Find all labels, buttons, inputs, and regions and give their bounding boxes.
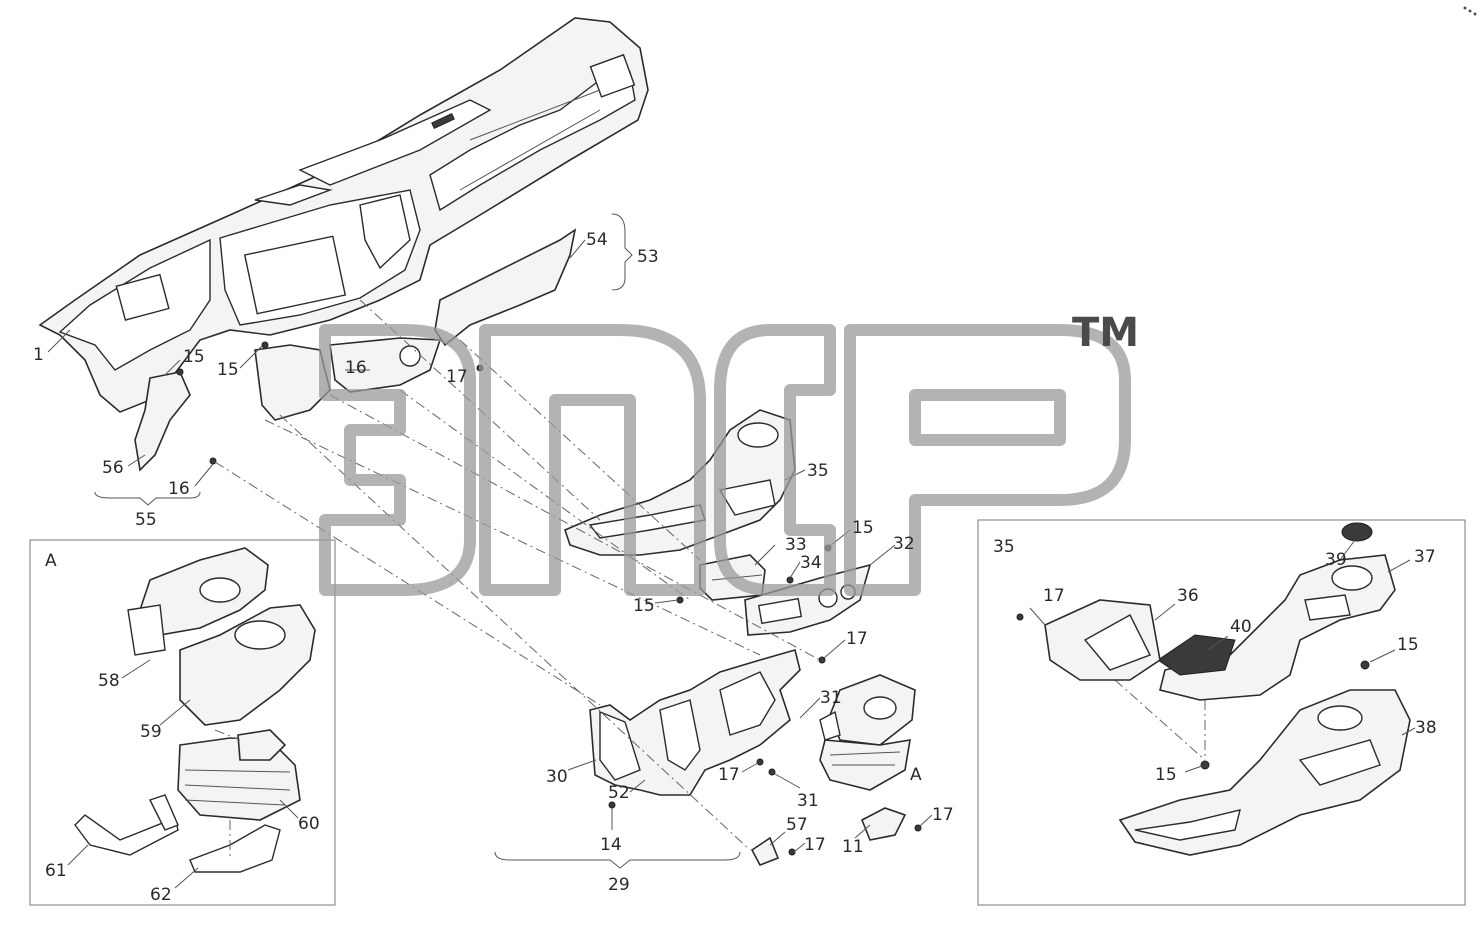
callout-label: 52 xyxy=(608,783,630,803)
small-bracket-57 xyxy=(750,836,780,867)
callout-label: 31 xyxy=(797,791,819,811)
lower-bracket xyxy=(589,649,801,796)
callout-label: 17 xyxy=(846,629,868,649)
callout-label: 55 xyxy=(135,510,157,530)
callout-label: 53 xyxy=(637,247,659,267)
callout-label: 40 xyxy=(1230,617,1252,637)
callout-label: 29 xyxy=(608,875,630,895)
callout-label: 61 xyxy=(45,861,67,881)
dashboard-panel xyxy=(38,17,649,472)
detail-view-35: 35 xyxy=(977,519,1466,906)
callout-label: 56 xyxy=(102,458,124,478)
detail-a-title: A xyxy=(45,551,57,571)
callout-label: 15 xyxy=(633,596,655,616)
corner-mark xyxy=(1463,6,1477,16)
callout-label: 17 xyxy=(1043,586,1065,606)
callout-labels: 1 15 15 16 17 56 16 55 54 53 35 33 34 15… xyxy=(33,230,1437,905)
callout-label: 16 xyxy=(345,358,367,378)
callout-label: 34 xyxy=(800,553,822,573)
callout-label: 38 xyxy=(1415,718,1437,738)
callout-label: 54 xyxy=(586,230,608,250)
detail-35-title: 35 xyxy=(993,537,1015,557)
callout-label: 39 xyxy=(1325,550,1347,570)
watermark-logo: TM xyxy=(319,310,1139,596)
callout-label: 36 xyxy=(1177,586,1199,606)
callout-label: 17 xyxy=(446,367,468,387)
callout-label: 33 xyxy=(785,535,807,555)
callout-label: 62 xyxy=(150,885,172,905)
callout-label: 57 xyxy=(786,815,808,835)
detail-view-a: A xyxy=(29,539,336,906)
callout-label: 32 xyxy=(893,534,915,554)
callout-label: 16 xyxy=(168,479,190,499)
callout-label: 14 xyxy=(600,835,622,855)
group-brackets xyxy=(94,213,741,869)
callout-label: 17 xyxy=(804,835,826,855)
callout-label: 35 xyxy=(807,461,829,481)
callout-label: 11 xyxy=(842,837,864,857)
small-bracket-11 xyxy=(860,807,907,841)
watermark-trademark: TM xyxy=(1072,310,1139,356)
callout-label: 58 xyxy=(98,671,120,691)
callout-label: 31 xyxy=(820,688,842,708)
callout-label: 59 xyxy=(140,722,162,742)
callout-label: A xyxy=(910,765,922,785)
callout-label: 17 xyxy=(932,805,954,825)
callout-label: 17 xyxy=(718,765,740,785)
callout-label: 1 xyxy=(33,345,44,365)
callout-label: 30 xyxy=(546,767,568,787)
callout-label: 15 xyxy=(1397,635,1419,655)
steering-column-cover xyxy=(819,674,916,791)
callout-label: 15 xyxy=(183,347,205,367)
callout-label: 15 xyxy=(217,360,239,380)
center-console xyxy=(564,409,796,556)
leader-lines xyxy=(47,239,933,853)
callout-label: 37 xyxy=(1414,547,1436,567)
callout-label: 60 xyxy=(298,814,320,834)
callout-label: 15 xyxy=(1155,765,1177,785)
callout-label: 15 xyxy=(852,518,874,538)
